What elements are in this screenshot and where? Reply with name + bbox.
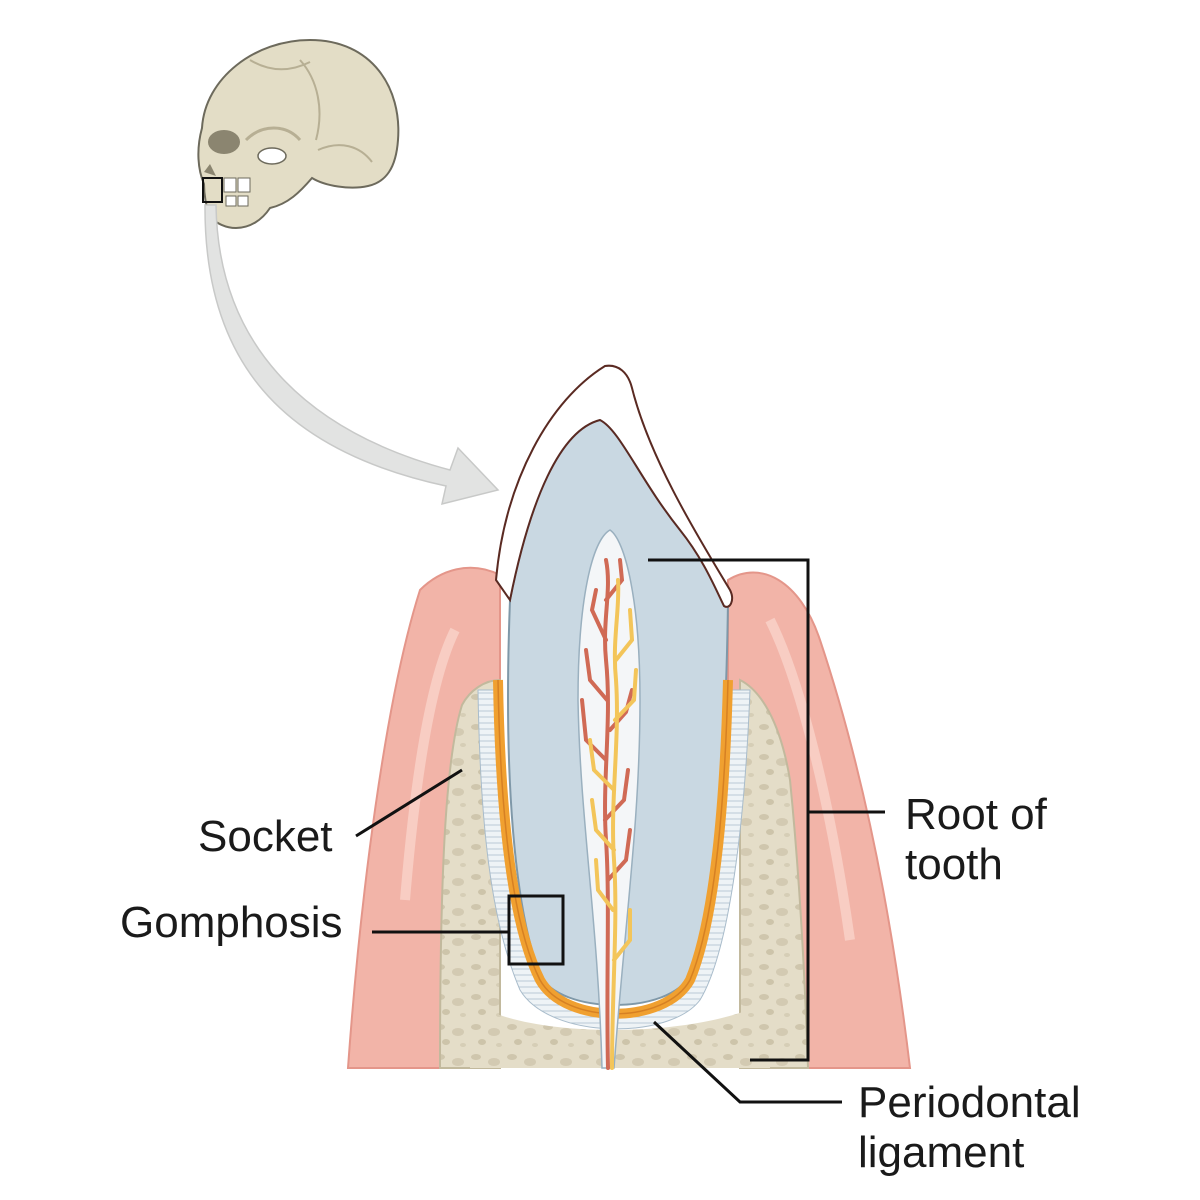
gomphosis-box: [507, 894, 565, 966]
periodontal-label-line2: ligament: [858, 1128, 1025, 1177]
skull-icon: [197, 38, 400, 230]
nerves: [588, 578, 638, 1070]
leader-lines: [355, 558, 885, 1104]
periodontal-label-line1: Periodontal: [858, 1078, 1081, 1127]
blood-vessels: [580, 558, 634, 1070]
root-label-line1: Root of: [905, 790, 1047, 839]
periodontal-ligament-label: Periodontal ligament: [858, 1078, 1081, 1178]
root-label-line2: tooth: [905, 840, 1003, 889]
root-of-tooth-label: Root of tooth: [905, 790, 1047, 890]
root-bracket: [648, 558, 810, 1062]
tooth-enamel: [494, 364, 734, 608]
socket-label: Socket: [198, 812, 333, 861]
periodontal-leader-line: [652, 1020, 842, 1104]
curved-arrow-icon: [204, 204, 500, 506]
gomphosis-label: Gomphosis: [120, 898, 343, 947]
socket-leader-line: [355, 768, 463, 838]
